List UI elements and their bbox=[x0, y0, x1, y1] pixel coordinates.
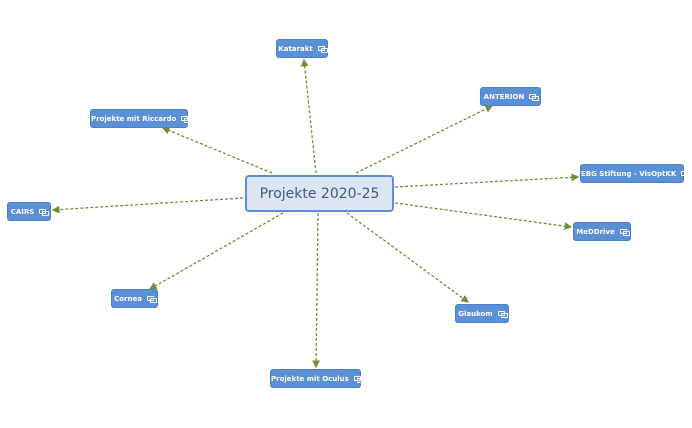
topic-projekte-mit-riccardo[interactable]: Projekte mit Riccardo bbox=[90, 109, 191, 128]
central-topic[interactable]: Projekte 2020-25 bbox=[245, 175, 394, 212]
topic-label: Projekte mit Riccardo bbox=[91, 114, 177, 123]
topic-label: ANTERION bbox=[483, 92, 525, 101]
linked-topics-icon[interactable] bbox=[529, 93, 540, 101]
connector-arrow bbox=[300, 58, 317, 174]
connector-arrow bbox=[148, 212, 284, 290]
linked-topics-icon[interactable] bbox=[146, 295, 157, 303]
topic-label: EBG Stiftung - VisOptKK bbox=[581, 169, 677, 178]
topic-label: CAIRS bbox=[10, 207, 35, 216]
connector-arrow bbox=[346, 212, 470, 303]
connector-arrow bbox=[394, 173, 580, 188]
topic-meddrive[interactable]: MeDDrive bbox=[573, 222, 631, 241]
topic-glaukom[interactable]: Glaukom bbox=[455, 304, 509, 323]
connector-arrow bbox=[312, 212, 320, 369]
connector-arrow bbox=[51, 197, 244, 214]
topic-label: Projekte mit Oculus bbox=[271, 374, 349, 383]
connector-arrow bbox=[394, 202, 573, 230]
topic-label: Katarakt bbox=[278, 44, 313, 53]
linked-topics-icon[interactable] bbox=[353, 375, 365, 383]
topic-label: Glaukom bbox=[458, 309, 493, 318]
topic-projekte-mit-oculus[interactable]: Projekte mit Oculus bbox=[270, 369, 365, 388]
connector-arrow bbox=[355, 105, 494, 174]
linked-topics-icon[interactable] bbox=[497, 310, 508, 318]
connector-arrow bbox=[161, 126, 273, 174]
central-topic-label: Projekte 2020-25 bbox=[259, 185, 380, 202]
topic-cornea[interactable]: Cornea bbox=[111, 289, 158, 308]
linked-topics-icon[interactable] bbox=[39, 208, 50, 216]
linked-topics-icon[interactable] bbox=[181, 115, 191, 123]
topic-label: MeDDrive bbox=[576, 227, 615, 236]
linked-topics-icon[interactable] bbox=[681, 170, 690, 178]
topic-label: Cornea bbox=[114, 294, 142, 303]
linked-topics-icon[interactable] bbox=[317, 45, 328, 53]
topic-ebg-stiftung[interactable]: EBG Stiftung - VisOptKK bbox=[580, 164, 690, 183]
topic-cairs[interactable]: CAIRS bbox=[7, 202, 51, 221]
topic-katarakt[interactable]: Katarakt bbox=[276, 39, 328, 58]
topic-anterion[interactable]: ANTERION bbox=[480, 87, 541, 106]
linked-topics-icon[interactable] bbox=[619, 228, 630, 236]
